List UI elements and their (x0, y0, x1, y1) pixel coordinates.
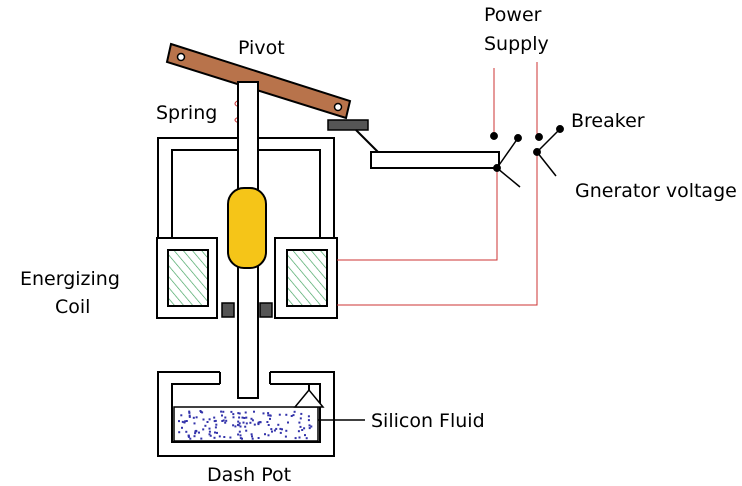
generator-voltage-label: Gnerator voltage (575, 180, 737, 202)
silicon-fluid-label: Silicon Fluid (371, 410, 485, 432)
stopper-left (221, 302, 235, 318)
energizing-coil-label-line1: Energizing (20, 268, 120, 290)
spring-label: Spring (156, 102, 217, 124)
contact-link (355, 129, 379, 153)
breaker-contact-bar (370, 151, 500, 169)
power-supply-label-line1: Power (484, 4, 542, 26)
silicon-fluid-dots (178, 410, 313, 440)
plunger-core (227, 187, 267, 269)
supply-wires (337, 62, 538, 306)
pivot-label: Pivot (238, 37, 285, 59)
breaker-switch (490, 125, 564, 188)
energizing-coil-label-line2: Coil (55, 296, 90, 318)
dash-pot-label: Dash Pot (207, 464, 291, 486)
power-supply-label-line2: Supply (484, 33, 549, 55)
magnetic-frame (157, 137, 335, 244)
stopper-right (259, 302, 273, 318)
energizing-coil-right (274, 237, 338, 319)
contact-arm (327, 119, 369, 131)
breaker-label: Breaker (571, 110, 645, 132)
energizing-coil-left (156, 237, 218, 319)
dash-pot (157, 371, 335, 457)
